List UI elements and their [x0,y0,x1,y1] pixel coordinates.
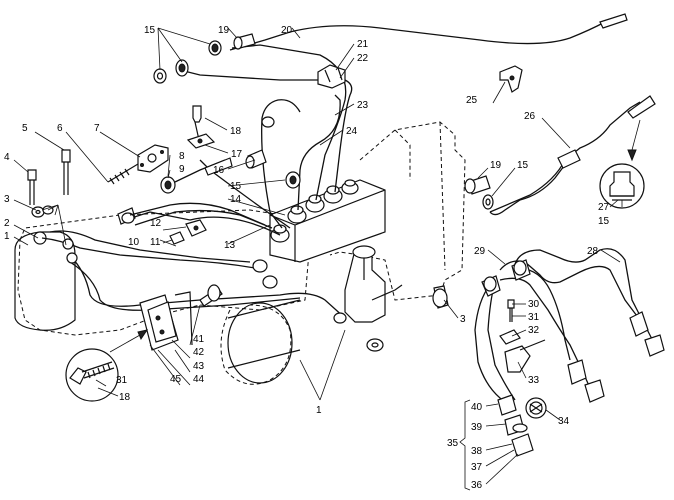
brace-35 [459,399,471,491]
label-14: 14 [230,194,242,205]
label-27: 27 [598,202,610,213]
label-23: 23 [357,100,369,111]
pipe-13 [129,202,266,226]
pipe-clamp-plates [139,291,193,351]
label-18-bottom: 18 [119,392,131,403]
label-28: 28 [587,246,599,257]
label-10: 10 [128,237,140,248]
label-12: 12 [150,218,162,229]
label-36: 36 [471,480,483,491]
leader-lines [13,27,623,485]
injection-pump-body [269,179,386,263]
return-line-20 [229,17,616,51]
pipe-14 [134,209,273,229]
callout-labels: 15 19 20 21 22 23 24 18 17 16 15 14 13 1… [4,25,610,491]
label-3-left: 3 [4,194,10,205]
bolt-4 [27,169,37,181]
label-25: 25 [466,95,478,106]
label-16: 16 [213,165,225,176]
label-15-mid: 15 [230,181,242,192]
label-38: 38 [471,446,483,457]
label-22: 22 [357,53,369,64]
fuel-feed-pump [333,245,403,324]
banjo-fitting-3 [432,285,449,309]
label-31-right: 31 [528,312,540,323]
label-45: 45 [170,374,182,385]
label-29: 29 [474,246,486,257]
engine-flywheel-outline [17,209,311,336]
label-7: 7 [94,123,100,134]
label-15-top: 15 [144,25,156,36]
return-line-26 [489,101,641,213]
bolt-5 [61,149,71,163]
label-24: 24 [346,126,358,137]
label-39: 39 [471,422,483,433]
bracket-33 [504,345,531,373]
fitting-34-detail [525,397,547,419]
injector-fittings-right [481,259,665,457]
label-37: 37 [471,462,483,473]
label-20: 20 [281,25,293,36]
injector-lines-right [474,248,656,411]
bolt-18-top [192,105,202,123]
label-1-left: 1 [4,231,10,242]
label-44: 44 [193,374,205,385]
label-35: 35 [447,438,459,449]
label-34: 34 [558,416,570,427]
label-30: 30 [528,299,540,310]
label-4: 4 [4,152,10,163]
label-8: 8 [179,151,185,162]
label-42: 42 [193,347,205,358]
label-5: 5 [22,123,28,134]
label-41: 41 [193,334,205,345]
label-9: 9 [179,164,185,175]
label-18-top: 18 [230,126,242,137]
label-43: 43 [193,361,205,372]
label-15-right: 15 [517,160,529,171]
label-19-right: 19 [490,160,502,171]
label-40: 40 [471,402,483,413]
bolt-18-detail [65,329,149,402]
label-6: 6 [57,123,63,134]
starter-housing [227,302,293,384]
clamp-32 [499,329,521,345]
label-15-detail: 15 [598,216,610,227]
label-26: 26 [524,111,536,122]
bolt-6 [107,163,139,183]
clamp-11 [169,231,185,245]
label-17: 17 [231,149,243,160]
label-2: 2 [4,218,10,229]
label-33: 33 [528,375,540,386]
label-1-bottom: 1 [316,405,322,416]
label-11: 11 [150,237,161,248]
label-19-top: 19 [218,25,230,36]
fitting-27-detail [599,119,645,209]
label-31-left: 31 [116,375,128,386]
label-32: 32 [528,325,540,336]
bolt-30 [507,299,515,309]
label-21: 21 [357,39,369,50]
label-13: 13 [224,240,236,251]
label-3-right: 3 [460,314,466,325]
banjo-bolt-42 [66,252,78,264]
